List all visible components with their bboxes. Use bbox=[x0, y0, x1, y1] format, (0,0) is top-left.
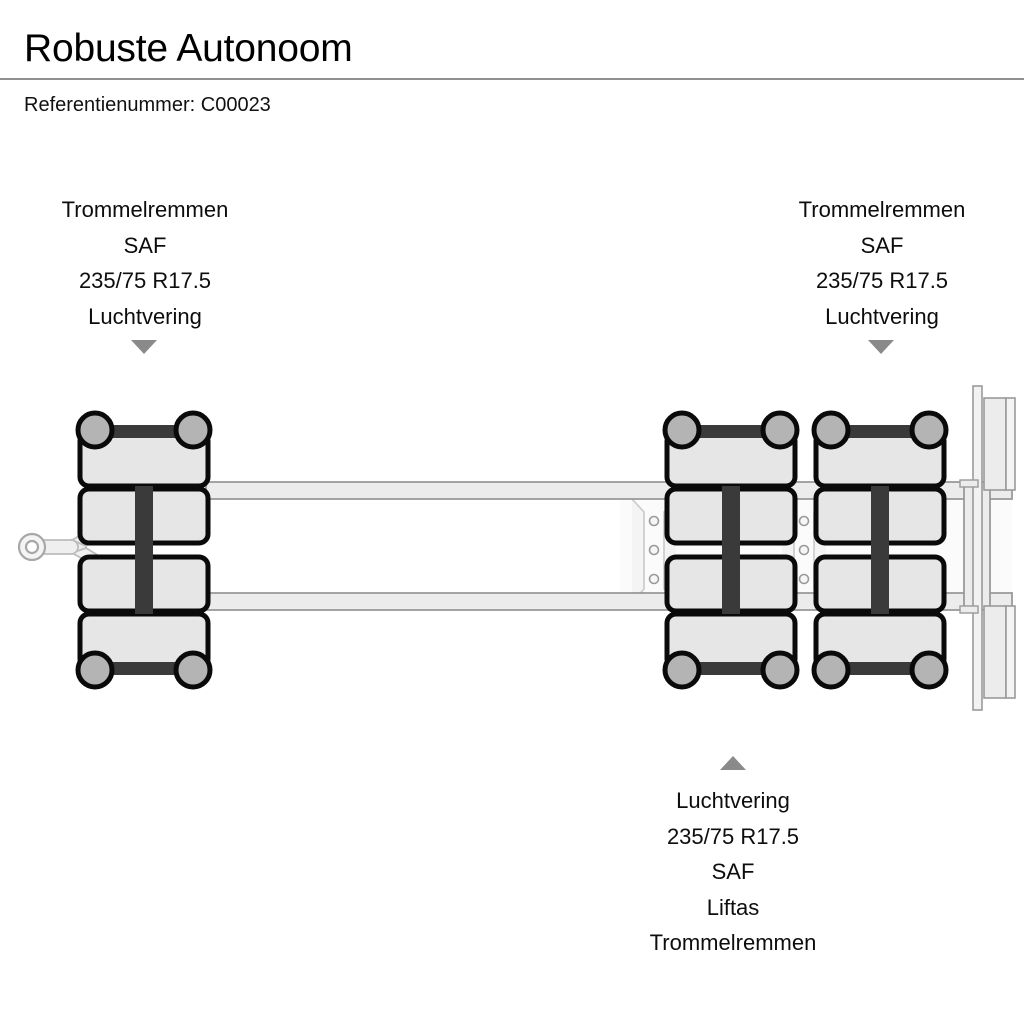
triangle-down-icon bbox=[868, 340, 894, 354]
annotation-line: Liftas bbox=[706, 894, 760, 920]
reference-value: C00023 bbox=[200, 94, 271, 116]
annotation-line: 235/75 R17.5 bbox=[666, 823, 800, 849]
reference-line: Referentienummer: C00023 bbox=[24, 92, 271, 118]
header-divider bbox=[0, 78, 1024, 80]
annotation-line: SAF bbox=[711, 859, 755, 884]
triangle-up-icon bbox=[720, 756, 746, 770]
annotation-line: Trommelremmen bbox=[649, 930, 817, 955]
annotation-line: SAF bbox=[860, 232, 904, 258]
annotation-front-axle: Trommelremmen SAF 235/75 R17.5 Luchtveri… bbox=[0, 192, 290, 334]
annotation-line: Luchtvering bbox=[88, 303, 202, 329]
rear-bumper-assembly bbox=[959, 385, 1016, 711]
annotation-line: 235/75 R17.5 bbox=[815, 268, 949, 293]
annotation-line: Trommelremmen bbox=[61, 197, 229, 222]
annotation-rear-axle: Trommelremmen SAF 235/75 R17.5 Luchtveri… bbox=[737, 192, 1024, 334]
annotation-bottom-axle-group: Luchtvering 235/75 R17.5 SAF Liftas Trom… bbox=[583, 783, 883, 961]
trailer-diagram bbox=[0, 368, 1024, 728]
annotation-line: Luchtvering bbox=[825, 303, 939, 329]
page-title: Robuste Autonoom bbox=[24, 27, 353, 70]
triangle-down-icon bbox=[131, 340, 157, 354]
annotation-line: SAF bbox=[123, 232, 167, 258]
annotation-line: 235/75 R17.5 bbox=[78, 268, 212, 293]
front-axle bbox=[78, 413, 210, 687]
reference-label: Referentienummer: bbox=[24, 94, 196, 116]
annotation-line: Trommelremmen bbox=[798, 197, 966, 222]
annotation-line: Luchtvering bbox=[676, 788, 790, 813]
